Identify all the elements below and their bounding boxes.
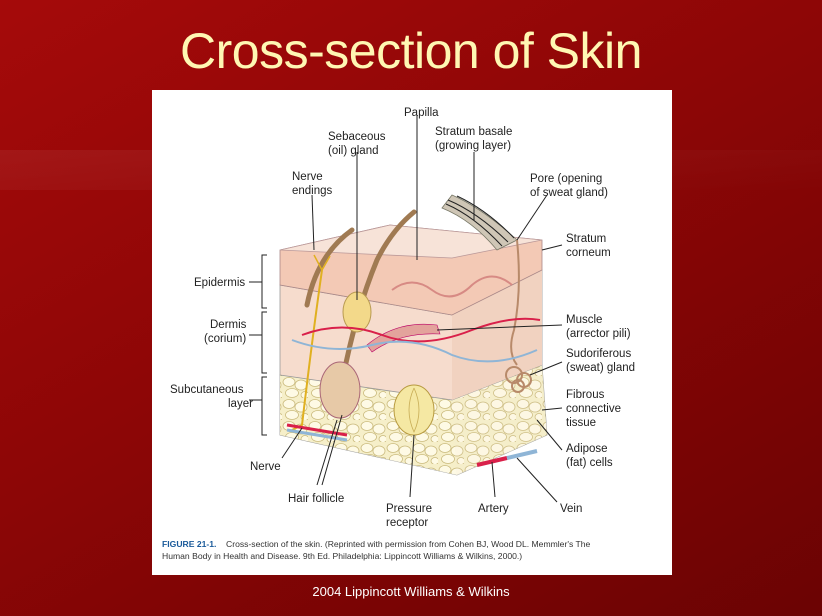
label-sudoriferous-2: (sweat) gland xyxy=(566,362,635,374)
arrector-pili-shape xyxy=(366,323,441,353)
slide-title: Cross-section of Skin xyxy=(180,23,642,79)
label-artery: Artery xyxy=(478,503,509,515)
layer-brackets xyxy=(261,254,267,436)
label-pore-2: of sweat gland) xyxy=(530,187,608,199)
label-nerve: Nerve xyxy=(250,461,281,473)
label-pressure-2: receptor xyxy=(386,517,428,529)
label-dermis-2: (corium) xyxy=(204,333,246,345)
skin-diagram: Papilla Sebaceous (oil) gland Stratum ba… xyxy=(162,107,635,561)
label-dermis-1: Dermis xyxy=(210,319,247,331)
label-adipose-2: (fat) cells xyxy=(566,457,613,469)
slide-footer: 2004 Lippincott Williams & Wilkins xyxy=(312,584,510,599)
label-epidermis: Epidermis xyxy=(194,277,245,289)
caption-line-2: Human Body in Health and Disease. 9th Ed… xyxy=(162,551,522,561)
label-subcutaneous-1: Subcutaneous xyxy=(170,384,244,396)
label-basale-1: Stratum basale xyxy=(435,126,512,138)
caption-figure-label: FIGURE 21-1. xyxy=(162,539,216,549)
label-subcutaneous-2: layer xyxy=(228,398,253,410)
label-muscle-1: Muscle xyxy=(566,314,602,326)
label-pore-1: Pore (opening xyxy=(530,173,602,185)
label-vein: Vein xyxy=(560,503,582,515)
label-sebaceous-1: Sebaceous xyxy=(328,131,386,143)
label-sebaceous-2: (oil) gland xyxy=(328,145,379,157)
label-adipose-1: Adipose xyxy=(566,443,608,455)
label-sudoriferous-1: Sudoriferous xyxy=(566,348,631,360)
stratum-corneum-flap xyxy=(441,194,518,251)
label-nerve-endings-1: Nerve xyxy=(292,171,323,183)
pressure-receptor-shape xyxy=(393,384,435,436)
caption-line-1: Cross-section of the skin. (Reprinted wi… xyxy=(226,539,591,549)
leader-lines xyxy=(249,115,563,503)
nerve-fibers xyxy=(291,254,331,431)
label-corneum-1: Stratum xyxy=(566,233,606,245)
label-fibrous-3: tissue xyxy=(566,417,596,429)
figure-panel: Papilla Sebaceous (oil) gland Stratum ba… xyxy=(152,90,672,575)
sweat-gland-shape xyxy=(505,239,532,393)
label-papilla: Papilla xyxy=(404,107,439,119)
label-nerve-endings-2: endings xyxy=(292,185,333,197)
label-basale-2: (growing layer) xyxy=(435,140,511,152)
blood-vessels xyxy=(286,317,541,467)
label-fibrous-2: connective xyxy=(566,403,621,415)
label-pressure-1: Pressure xyxy=(386,503,432,515)
hair-follicle-bulb xyxy=(319,361,361,419)
label-hair-follicle: Hair follicle xyxy=(288,493,344,505)
epidermis-block xyxy=(279,224,543,316)
label-muscle-2: (arrector pili) xyxy=(566,328,631,340)
label-fibrous-1: Fibrous xyxy=(566,389,605,401)
label-corneum-2: corneum xyxy=(566,247,611,259)
